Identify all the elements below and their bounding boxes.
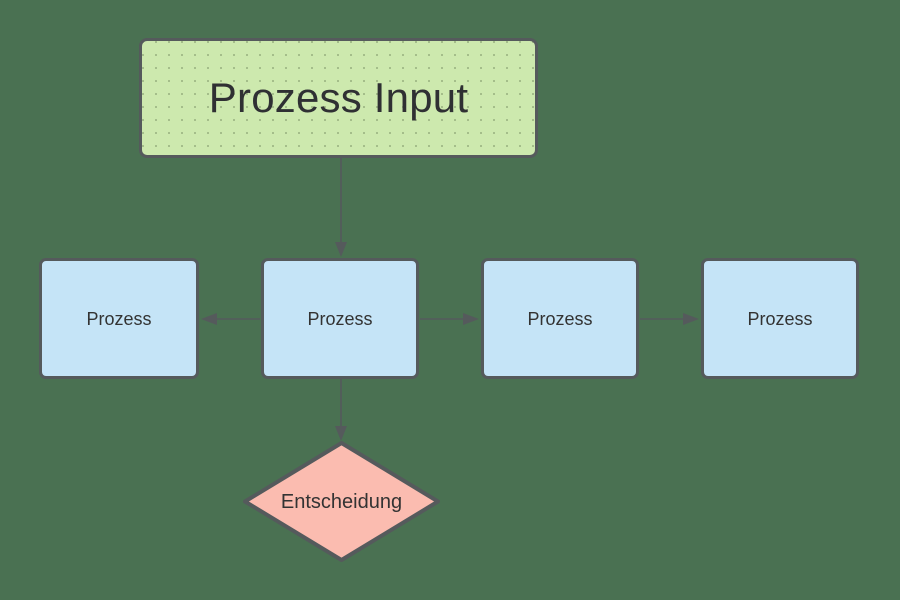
node-process-1-label: Prozess	[86, 308, 152, 329]
node-decision-label: Entscheidung	[280, 490, 403, 513]
node-input[interactable]: Prozess Input	[139, 38, 538, 158]
node-process-3-label: Prozess	[527, 308, 593, 329]
edge-process3-to-process4	[640, 313, 699, 325]
edge-input-to-process2	[335, 158, 347, 257]
node-process-4[interactable]: Prozess	[701, 258, 859, 379]
node-process-2-label: Prozess	[307, 308, 373, 329]
edge-process2-to-process1	[201, 313, 260, 325]
node-process-2[interactable]: Prozess	[261, 258, 419, 379]
edge-process2-to-process3	[420, 313, 479, 325]
edge-process2-to-decision	[335, 379, 347, 441]
node-input-label: Prozess Input	[208, 74, 469, 121]
node-process-3[interactable]: Prozess	[481, 258, 639, 379]
node-process-4-label: Prozess	[747, 308, 813, 329]
node-process-1[interactable]: Prozess	[39, 258, 199, 379]
node-decision[interactable]: Entscheidung	[243, 441, 440, 562]
diamond-shape	[243, 441, 440, 562]
